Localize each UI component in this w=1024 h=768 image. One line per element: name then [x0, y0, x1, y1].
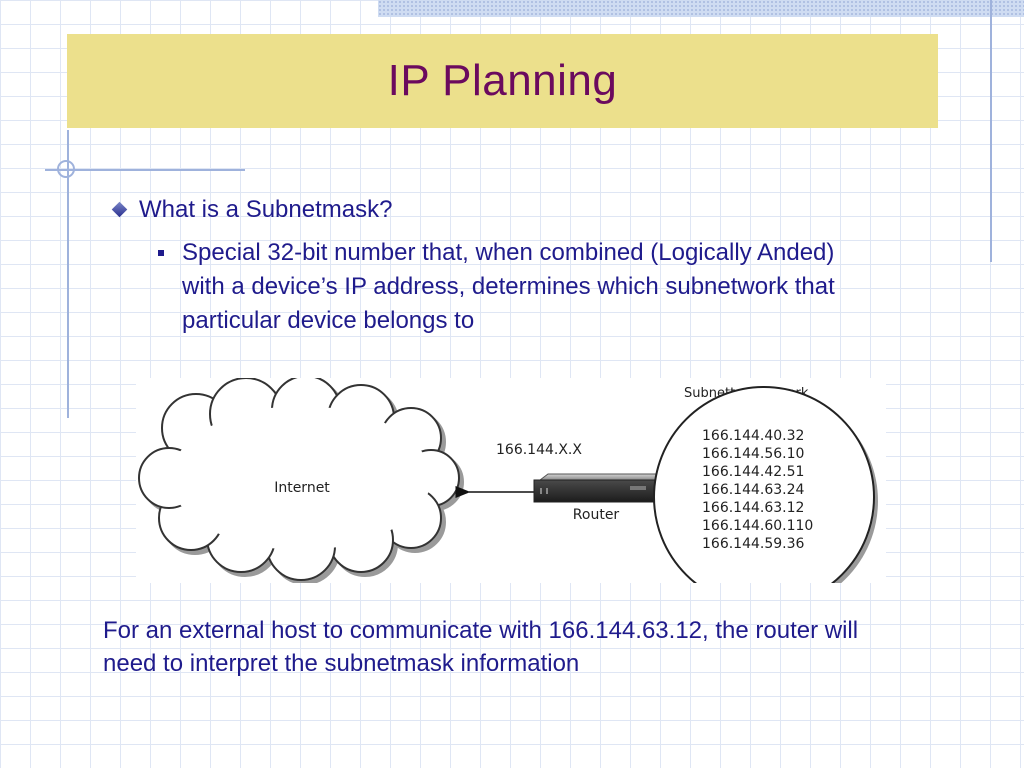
bullet-item: What is a Subnetmask?: [110, 196, 930, 224]
header-pattern: [378, 0, 1024, 17]
decorative-line: [990, 0, 992, 262]
sub-bullet-item: Special 32-bit number that, when combine…: [158, 236, 878, 338]
ip-address: 166.144.63.24: [702, 482, 805, 498]
subnet-circle: [653, 386, 875, 583]
sub-bullet-text: Special 32-bit number that, when combine…: [182, 239, 835, 334]
ip-address: 166.144.59.36: [702, 536, 805, 552]
page-title: IP Planning: [387, 56, 618, 105]
decorative-line: [45, 169, 245, 171]
ip-address: 166.144.40.32: [702, 428, 804, 444]
router-icon: [533, 473, 666, 503]
network-diagram: Internet 166.144.X.X Router Subnetted ne…: [136, 378, 886, 583]
bullet-text: What is a Subnetmask?: [139, 196, 393, 223]
footer-text: For an external host to communicate with…: [103, 617, 859, 677]
ip-address: 166.144.60.110: [702, 518, 813, 534]
cloud-label: Internet: [274, 480, 330, 496]
title-banner: IP Planning: [67, 34, 938, 128]
ip-address: 166.144.63.12: [702, 500, 804, 516]
network-label: 166.144.X.X: [496, 442, 582, 458]
router-label: Router: [573, 507, 620, 523]
decorative-circle: [57, 160, 75, 178]
decorative-line: [67, 130, 69, 418]
square-bullet-icon: [158, 250, 164, 256]
diamond-bullet-icon: [111, 201, 128, 218]
cloud-icon: [138, 378, 464, 583]
ip-address: 166.144.42.51: [702, 464, 804, 480]
ip-address: 166.144.56.10: [702, 446, 804, 462]
